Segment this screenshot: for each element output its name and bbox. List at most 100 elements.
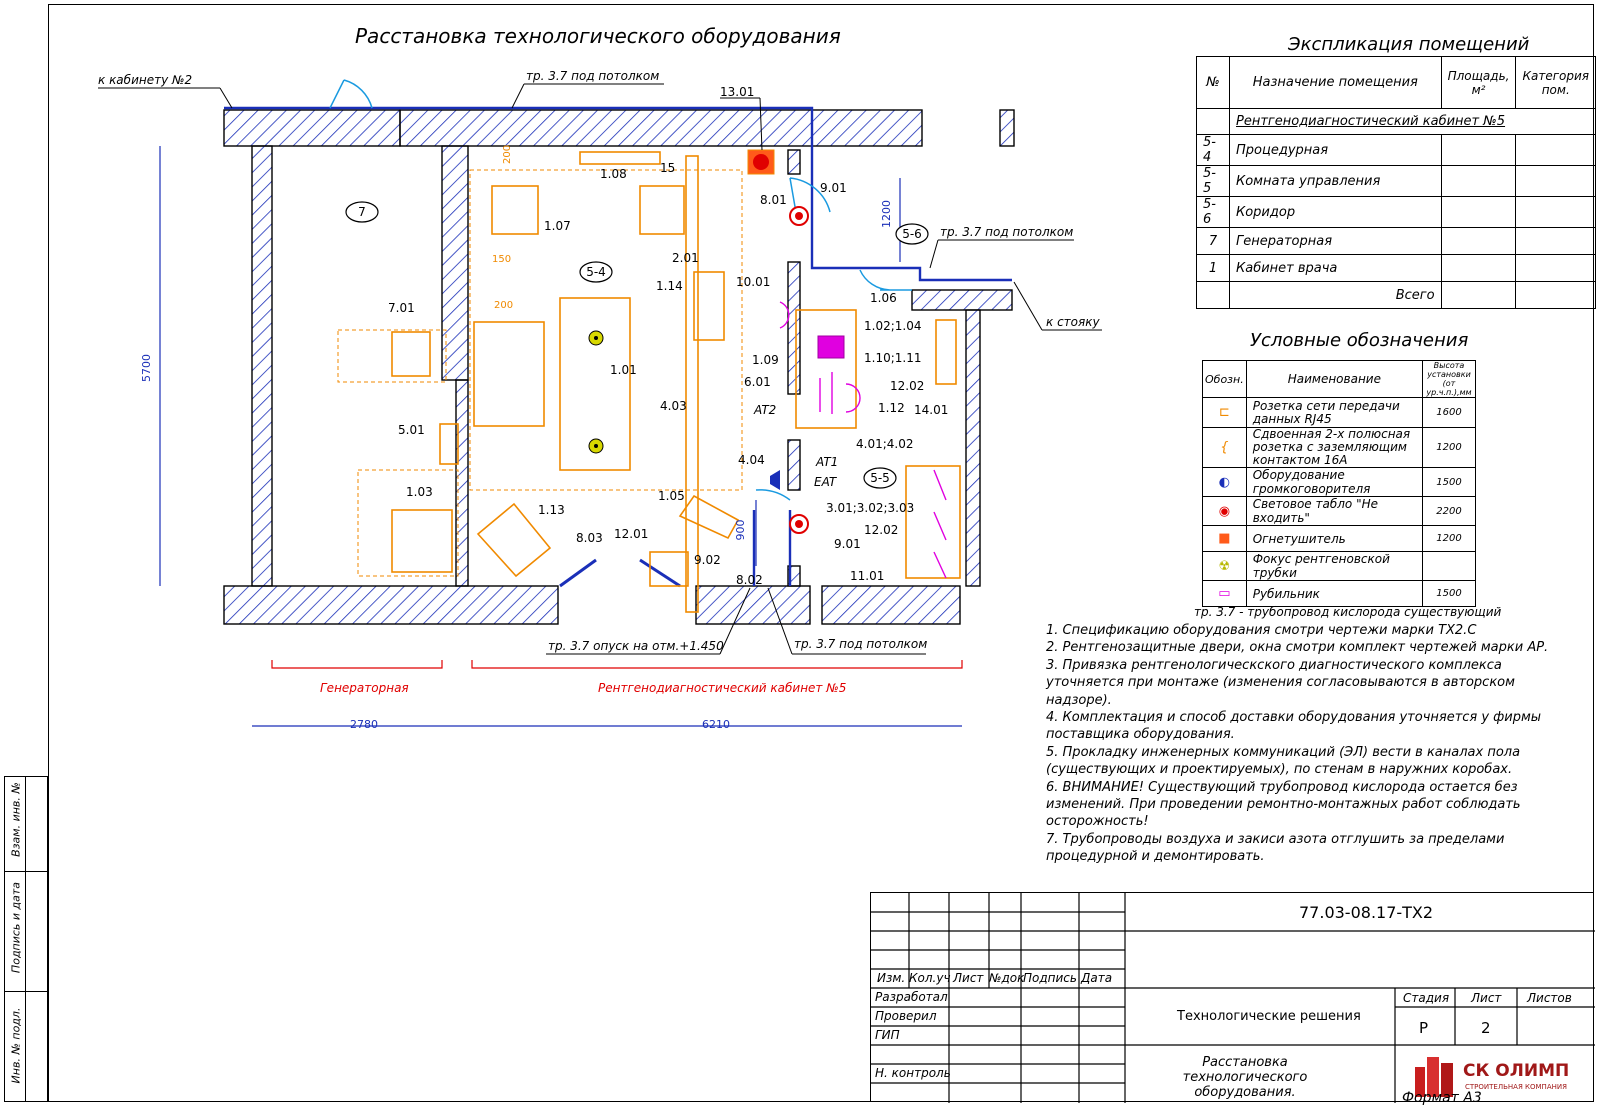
leader-lines — [98, 83, 1102, 655]
equipment-tag: 1.14 — [656, 279, 683, 293]
equipment-tag: 11.01 — [850, 569, 884, 583]
equip-box — [491, 185, 539, 235]
wall — [787, 261, 801, 395]
note-item: 7. Трубопроводы воздуха и закиси азота о… — [1046, 831, 1505, 865]
equipment-tag: 7.01 — [388, 301, 415, 315]
sheet-value: 2 — [1481, 1019, 1491, 1037]
project-name: Технологические решения — [1177, 1009, 1361, 1024]
equipment-tag: 1.09 — [752, 353, 779, 367]
equipment-tag: 4.04 — [738, 453, 765, 467]
total-row: Всего — [1229, 281, 1442, 309]
equipment-tag: 1.03 — [406, 485, 433, 499]
label: к кабинету №2 — [98, 73, 192, 87]
equipment-dashed — [337, 169, 743, 577]
wall — [821, 585, 961, 625]
equipment-tag: 2.01 — [672, 251, 699, 265]
wall — [999, 109, 1015, 147]
side-stamp: Взам. инв. № Подпись и дата Инв. № подл. — [4, 776, 49, 1102]
wall — [787, 149, 801, 175]
title-block-grid — [871, 893, 1595, 1103]
loudspeaker-icon — [770, 470, 780, 490]
sheets-label: Листов — [1527, 991, 1572, 1005]
equipment-tag: AT1 — [815, 455, 838, 469]
equipment-tag: 12.01 — [614, 527, 648, 541]
equipment-tag: 5.01 — [398, 423, 425, 437]
header-cell: Площадь, м² — [1440, 56, 1517, 109]
loudspeaker-icon: ◐ — [1202, 467, 1247, 497]
equipment-tags: 13.01 1.08 15 1.07 2.01 8.01 9.01 10.01 … — [388, 85, 948, 587]
dim-label: 6210 — [702, 718, 730, 731]
section-row: Рентгенодиагностический кабинет №5 — [1229, 108, 1596, 135]
room-number: 5-4 — [586, 265, 606, 279]
dim-label: 200 — [494, 300, 513, 311]
wall — [399, 109, 923, 147]
equipment-tag: 4.03 — [660, 399, 687, 413]
equipment-tag: 1.12 — [878, 401, 905, 415]
light-sign-icon — [789, 206, 809, 226]
wall — [965, 309, 981, 587]
cabinet — [579, 151, 661, 165]
equipment-tag: 4.01;4.02 — [856, 437, 913, 451]
generator-cab — [439, 423, 459, 465]
equipment-tag: 1.13 — [538, 503, 565, 517]
light-sign-icon: ◉ — [1202, 496, 1247, 526]
equipment-tag: 9.02 — [694, 553, 721, 567]
wall — [441, 145, 469, 381]
dim-label: 1200 — [880, 200, 893, 228]
pipe-note: тр. 3.7 - трубопровод кислорода существу… — [1194, 605, 1502, 619]
xray-stand — [559, 297, 631, 471]
equipment-tag: EAT — [814, 475, 838, 489]
walls — [223, 109, 1015, 625]
wall — [223, 585, 559, 625]
side-stamp-label: Взам. инв. № — [9, 782, 23, 857]
stamp-role: Разработал — [875, 990, 948, 1004]
extinguisher-icon — [753, 154, 769, 170]
cabinet — [935, 319, 957, 385]
double-socket-icon: { — [1202, 427, 1247, 468]
stamp-col: Изм. — [877, 971, 906, 985]
company-logo — [1415, 1057, 1453, 1097]
switch-icon: ▭ — [1202, 580, 1247, 607]
sheet-frame — [48, 4, 1594, 1102]
stage-value: Р — [1419, 1019, 1429, 1037]
floor-plan: 7 5-4 5-6 5-5 к кабинету №2 тр. 3.7 под … — [98, 69, 1102, 731]
notes-list: 1. Спецификацию оборудования смотри черт… — [1046, 622, 1556, 866]
equipment-tag: 1.01 — [610, 363, 637, 377]
company-name: СК ОЛИМП — [1463, 1061, 1570, 1081]
title-block: Изм. Кол.уч Лист №док Подпись Дата Разра… — [870, 892, 1595, 1103]
header-cell: Обозн. — [1202, 360, 1247, 398]
light-sign-icon — [789, 514, 809, 534]
wall — [223, 109, 401, 147]
header-cell: Категория пом. — [1515, 56, 1596, 109]
equipment-tag: 15 — [660, 161, 675, 175]
legend-table: Обозн. Наименование Высота установки (от… — [1202, 360, 1476, 607]
legend-row: ◉Световое табло "Не входить"2200 — [1202, 496, 1476, 526]
stamp-col: Дата — [1081, 971, 1113, 985]
room-number: 5-6 — [902, 227, 922, 241]
format-label: Формат А3 — [1402, 1090, 1482, 1106]
dim-label: 5700 — [140, 354, 153, 382]
equipment-tag: 9.01 — [820, 181, 847, 195]
stage-label: Стадия — [1403, 991, 1450, 1005]
drawing-title: Расстановка технологического оборудовани… — [355, 24, 841, 48]
equipment-tag: 6.01 — [744, 375, 771, 389]
dim-label: 900 — [734, 520, 747, 541]
room-number: 5-5 — [870, 471, 890, 485]
stretcher — [476, 502, 552, 578]
dim-label: 2780 — [350, 718, 378, 731]
label: к стояку — [1046, 315, 1100, 329]
note-item: 6. ВНИМАНИЕ! Существующий трубопровод ки… — [1046, 779, 1521, 830]
equipment-tag: 1.05 — [658, 489, 685, 503]
chair — [391, 331, 431, 377]
label: тр. 3.7 под потолком — [526, 69, 659, 83]
wall — [787, 439, 801, 491]
company-subtitle: СТРОИТЕЛЬНАЯ КОМПАНИЯ — [1465, 1083, 1567, 1091]
equipment — [391, 151, 961, 613]
